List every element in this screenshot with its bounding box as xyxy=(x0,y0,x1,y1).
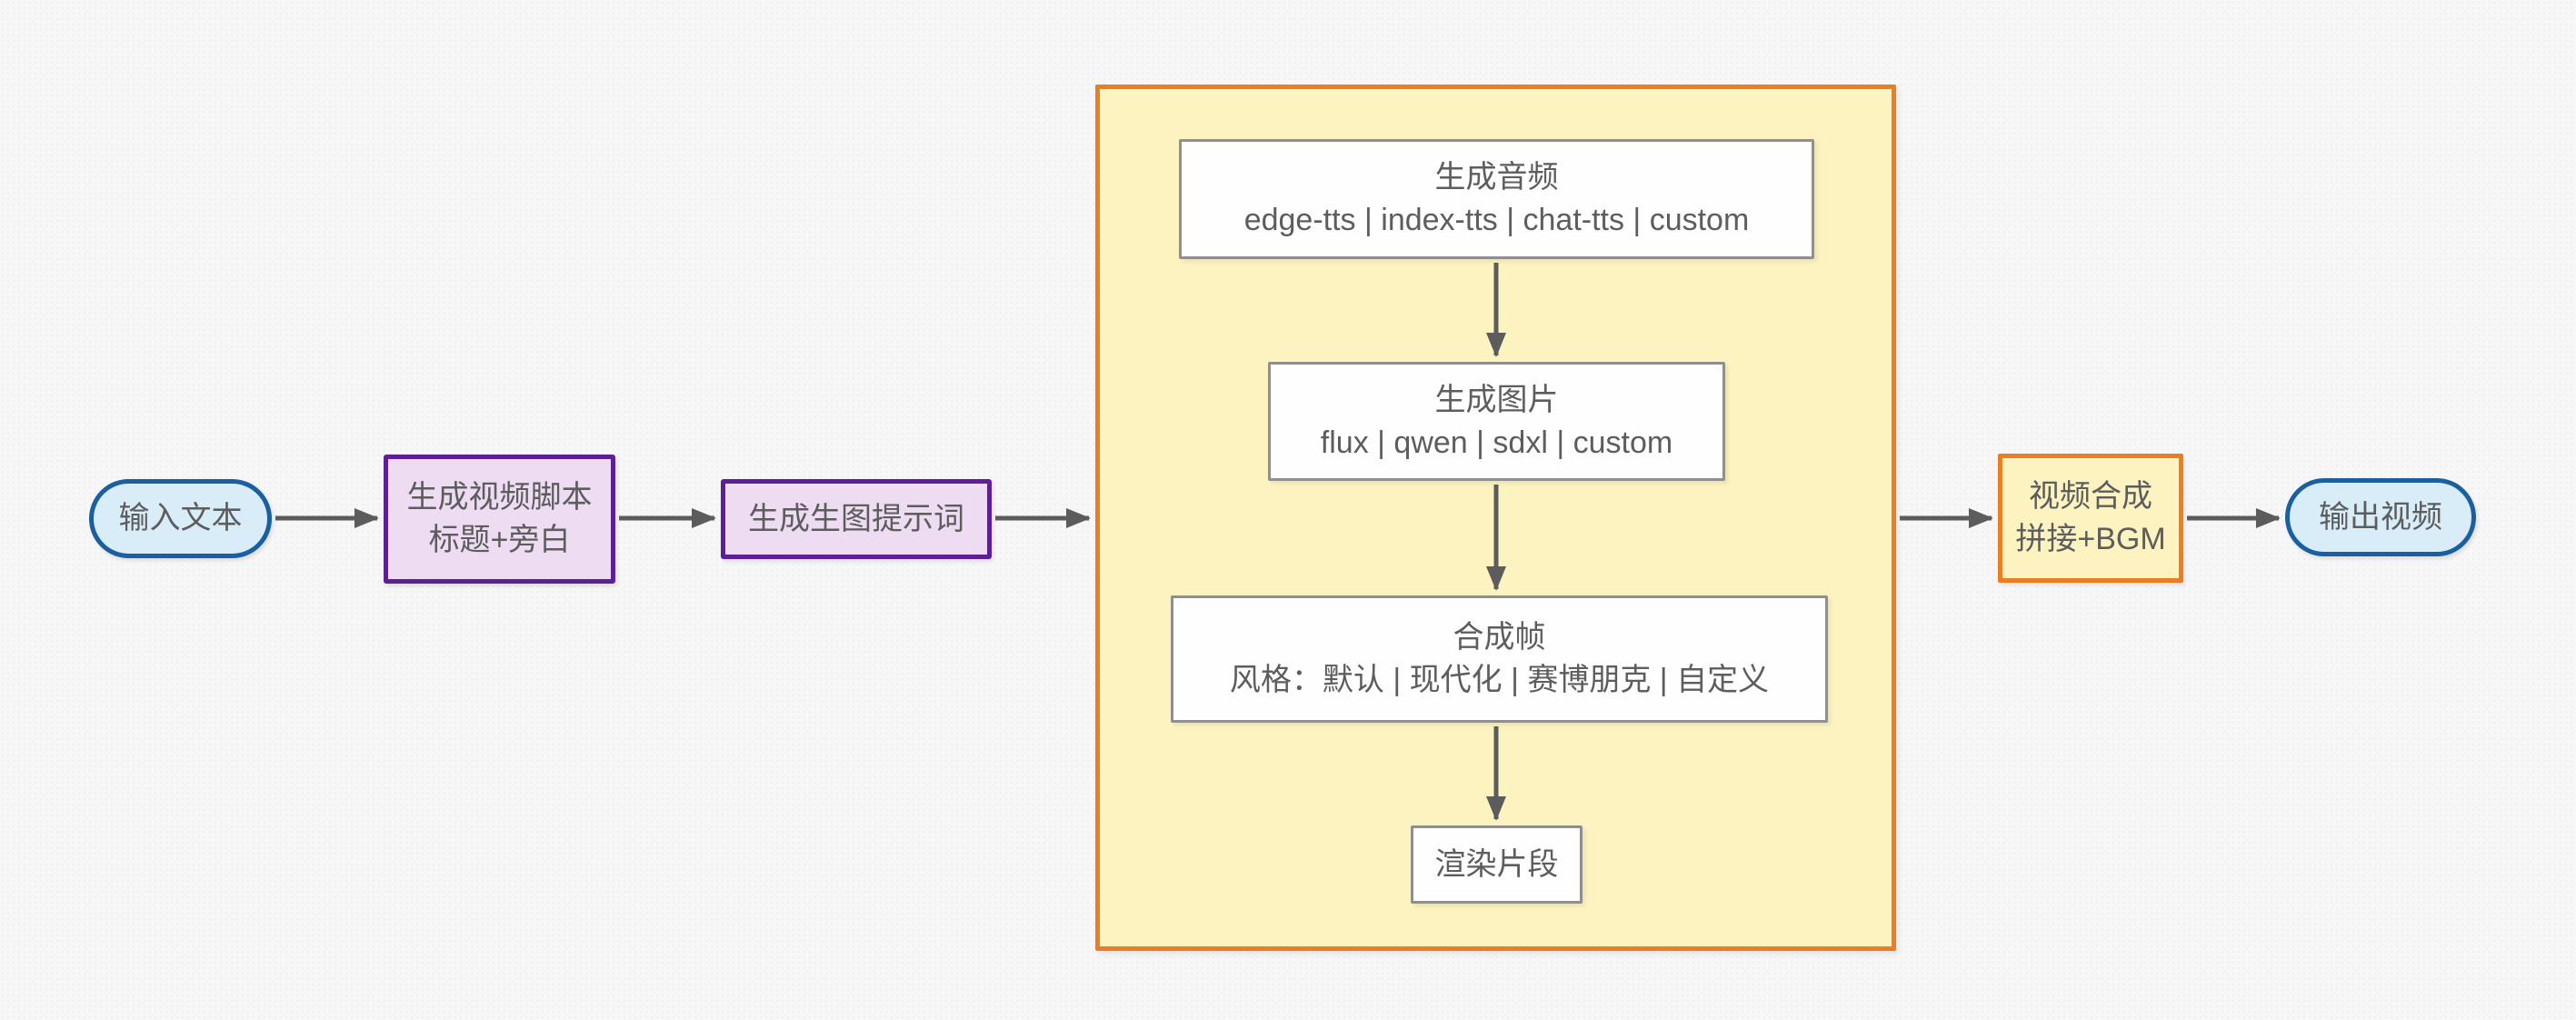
compose-label-line2: 拼接+BGM xyxy=(2015,522,2166,556)
frame-node: 合成帧 风格：默认 | 现代化 | 赛博朋克 | 自定义 xyxy=(1171,595,1828,723)
output-video-node: 输出视频 xyxy=(2285,478,2476,556)
output-video-label: 输出视频 xyxy=(2319,499,2442,535)
frame-options: 风格：默认 | 现代化 | 赛博朋克 | 自定义 xyxy=(1229,663,1770,697)
script-label-line1: 生成视频脚本 xyxy=(406,480,593,515)
render-label: 渲染片段 xyxy=(1434,846,1559,882)
input-text-node: 输入文本 xyxy=(89,479,272,558)
render-node: 渲染片段 xyxy=(1411,825,1583,904)
input-text-label: 输入文本 xyxy=(118,501,243,536)
compose-label-line1: 视频合成 xyxy=(2029,479,2152,515)
script-label-line2: 标题+旁白 xyxy=(428,523,571,557)
compose-node: 视频合成 拼接+BGM xyxy=(1998,454,2183,583)
image-title: 生成图片 xyxy=(1434,382,1559,417)
image-options: flux | qwen | sdxl | custom xyxy=(1320,425,1673,460)
script-node: 生成视频脚本 标题+旁白 xyxy=(384,455,615,584)
frame-title: 合成帧 xyxy=(1453,620,1546,655)
prompt-node: 生成生图提示词 xyxy=(721,479,992,559)
image-node: 生成图片 flux | qwen | sdxl | custom xyxy=(1268,362,1725,481)
audio-title: 生成音频 xyxy=(1434,160,1559,195)
audio-node: 生成音频 edge-tts | index-tts | chat-tts | c… xyxy=(1179,139,1814,259)
prompt-label: 生成生图提示词 xyxy=(748,501,964,536)
audio-options: edge-tts | index-tts | chat-tts | custom xyxy=(1243,203,1750,237)
